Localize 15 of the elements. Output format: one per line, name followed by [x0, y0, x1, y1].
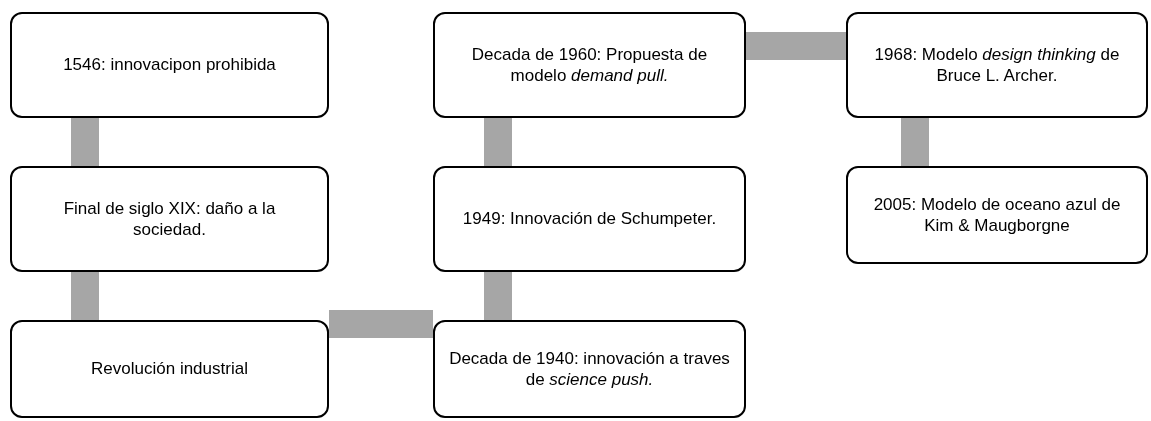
event-text: 1949: Innovación de Schumpeter.: [462, 208, 717, 230]
event-text: Decada de 1960: Propuesta de modelo demand pull.: [470, 43, 709, 87]
connector-bar: [71, 118, 99, 166]
connector-bar: [484, 272, 512, 320]
event-text: 1968: Modelo design thinking de Bruce L. Archer.: [873, 43, 1121, 87]
event-text: Final de siglo XIX: daño a la sociedad.: [62, 197, 277, 241]
connector-bar: [746, 32, 846, 60]
event-text: 2005: Modelo de oceano azul de Kim & Maugborgne: [872, 193, 1122, 237]
event-text: Decada de 1940: innovación a traves de science push.: [449, 347, 730, 391]
connector-bar: [329, 310, 433, 338]
connector-bar: [901, 118, 929, 166]
event-text: Revolución industrial: [91, 358, 248, 380]
connector-bar: [484, 118, 512, 166]
connector-bar: [71, 272, 99, 320]
event-text: 1546: innovacipon prohibida: [63, 54, 276, 76]
